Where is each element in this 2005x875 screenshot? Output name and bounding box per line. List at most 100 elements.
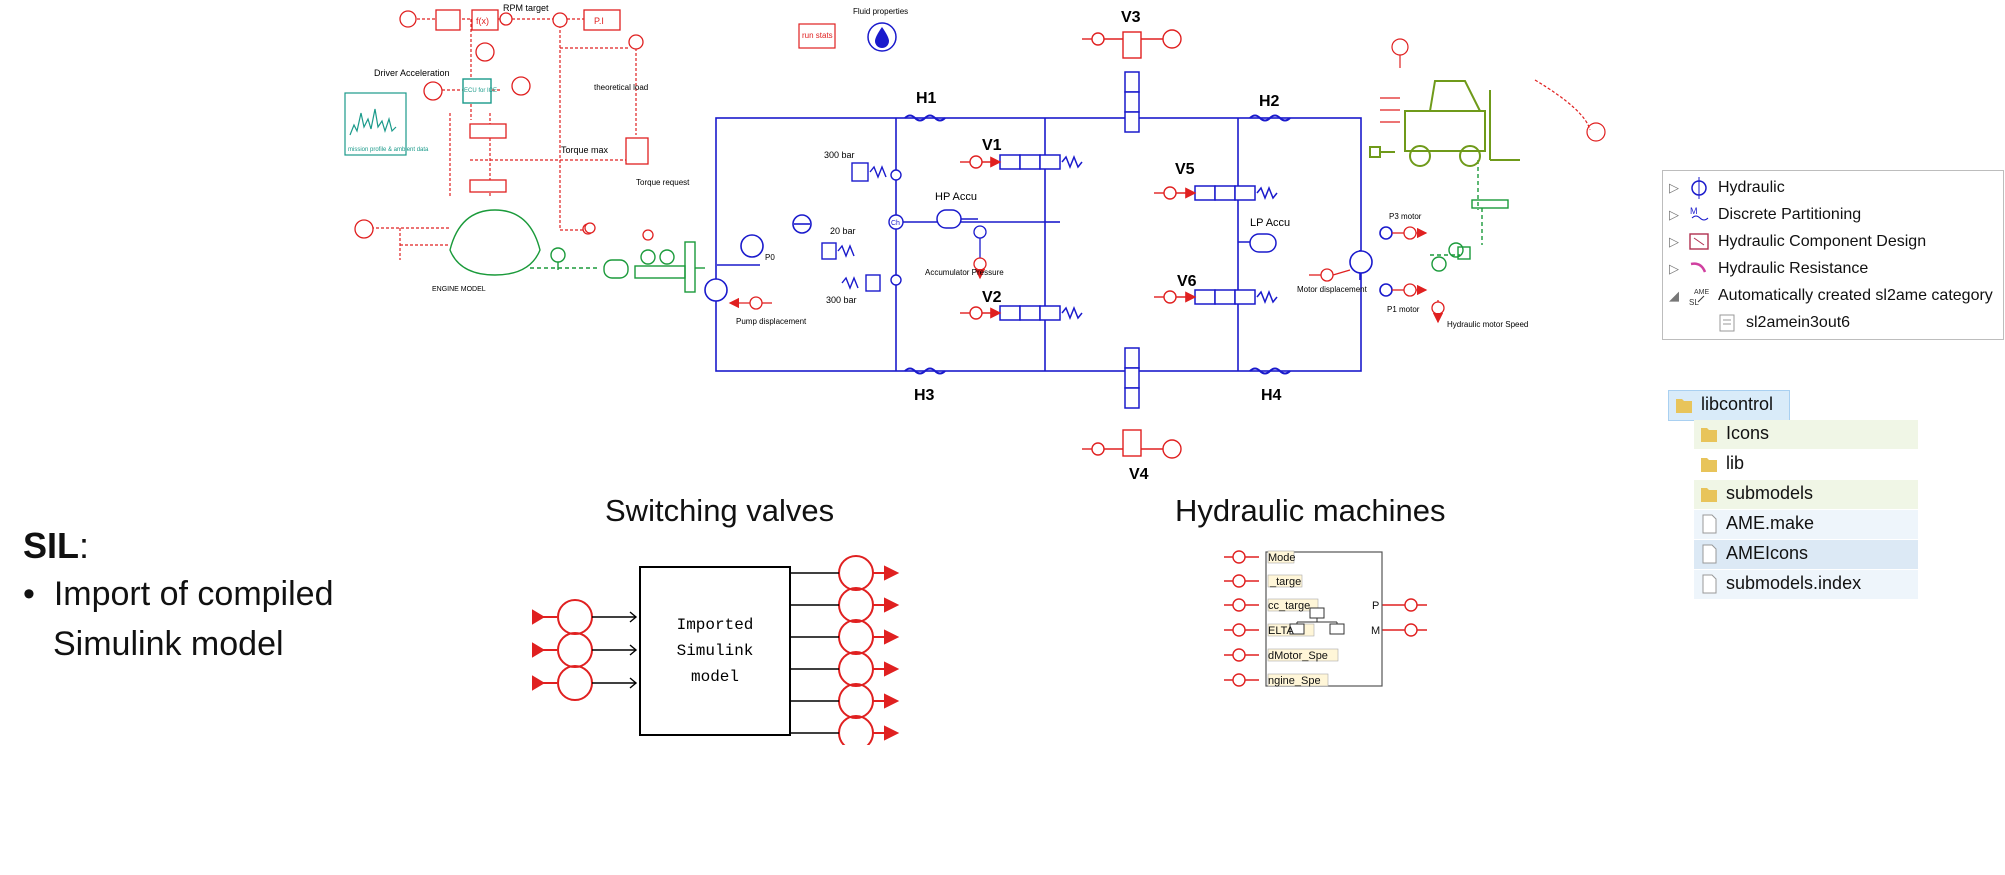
forklift-signals: [1380, 38, 1606, 142]
folder-icon: [1700, 454, 1718, 474]
caption-switching-valves: Switching valves: [605, 493, 835, 528]
folder-icon: [1700, 484, 1718, 504]
label-run-stats: run stats: [802, 31, 833, 40]
machine-output-p: P: [1372, 600, 1379, 612]
valve-v1[interactable]: [999, 154, 1083, 170]
partition-icon: M: [1688, 204, 1710, 226]
label-v6: V6: [1177, 273, 1197, 290]
fluid-properties-icon[interactable]: [867, 22, 897, 52]
accumulator-pressure-sensor: [973, 225, 987, 258]
accumulator-pressure-output: [973, 257, 987, 280]
tree-item-component-design[interactable]: ▷ Hydraulic Component Design: [1663, 229, 2003, 256]
expand-icon[interactable]: ▷: [1669, 261, 1679, 276]
label-torque-max: Torque max: [561, 145, 609, 155]
label-v5: V5: [1175, 161, 1195, 178]
file-ame-make[interactable]: AME.make: [1694, 510, 1918, 539]
imported-simulink-diagram: Imported Simulink model: [532, 555, 900, 745]
lp-accumulator: [1249, 233, 1277, 253]
tree-item-label: Hydraulic: [1718, 179, 1785, 196]
label-rpm-target: RPM target: [503, 3, 549, 13]
valve-v5[interactable]: [1194, 185, 1278, 201]
sl2ame-icon: AME SL: [1688, 285, 1710, 307]
engine-control-blocks: [354, 9, 654, 241]
mechanical-driveline: [449, 160, 1509, 293]
sil-line2: Simulink model: [53, 625, 284, 663]
folder-label: Icons: [1726, 423, 1770, 443]
run-stats-block[interactable]: [798, 23, 836, 49]
folder-lib[interactable]: lib: [1694, 450, 1918, 479]
hydraulic-pump[interactable]: [704, 214, 812, 302]
simulink-label-3: model: [691, 668, 739, 686]
tree-item-label: Hydraulic Resistance: [1718, 260, 1869, 277]
label-300bar-a: 300 bar: [824, 150, 855, 160]
label-p1-motor: P1 motor: [1387, 305, 1420, 314]
label-fluid-props: Fluid properties: [853, 7, 908, 16]
expand-icon[interactable]: ▷: [1669, 207, 1679, 222]
label-engine-model: ENGINE MODEL: [432, 286, 486, 293]
tree-item-sl2ame-category[interactable]: ◢ AME SL Automatically created sl2ame cat…: [1663, 283, 2003, 310]
folder-icons[interactable]: Icons: [1694, 420, 1918, 449]
hydraulic-motor[interactable]: [1349, 226, 1393, 297]
label-h1: H1: [916, 90, 937, 107]
tree-item-label: Discrete Partitioning: [1718, 206, 1862, 223]
hose-h4: [1249, 367, 1291, 375]
label-pi: P.I: [594, 16, 604, 26]
tree-item-label: Automatically created sl2ame category: [1718, 287, 1993, 304]
collapse-icon[interactable]: ◢: [1669, 288, 1679, 303]
expand-icon[interactable]: ▷: [1669, 180, 1679, 195]
sil-line1: Import of compiled: [53, 575, 334, 613]
label-p3-motor: P3 motor: [1389, 212, 1422, 221]
file-submodels-index[interactable]: submodels.index: [1694, 570, 1918, 599]
hydraulic-icon: [1688, 177, 1710, 199]
folder-label: lib: [1726, 453, 1745, 473]
engine-control-signals: [366, 18, 640, 260]
label-h4: H4: [1261, 387, 1282, 404]
hydraulic-machine-block: Mode _targe cc_targe ELTA dMotor_Spe ngi…: [1224, 550, 1427, 687]
machine-input-engine-speed: ngine_Spe: [1268, 675, 1321, 687]
label-pump-disp: Pump displacement: [736, 317, 807, 326]
tree-item-discrete-partitioning[interactable]: ▷ M Discrete Partitioning: [1663, 202, 2003, 229]
expand-icon[interactable]: ▷: [1669, 234, 1679, 249]
label-hp-accu: HP Accu: [935, 191, 977, 203]
tree-item-label: sl2amein3out6: [1746, 314, 1851, 331]
svg-text:AME: AME: [1694, 289, 1710, 296]
tree-item-hydraulic[interactable]: ▷ Hydraulic: [1663, 175, 2003, 202]
file-icon: [1700, 544, 1718, 564]
file-label: AMEIcons: [1726, 543, 1809, 563]
tree-item-sl2amein3out6[interactable]: sl2amein3out6: [1691, 310, 2005, 337]
label-300bar-b: 300 bar: [826, 295, 857, 305]
valve-v2[interactable]: [999, 305, 1083, 321]
component-library-tree[interactable]: ▷ Hydraulic ▷ M Discrete Partitioning ▷ …: [1662, 170, 2004, 340]
svg-text:SL: SL: [1689, 298, 1699, 307]
simulink-label-1: Imported: [677, 616, 754, 634]
tree-item-label: Hydraulic Component Design: [1718, 233, 1927, 250]
label-h3: H3: [914, 387, 935, 404]
label-lp-accu: LP Accu: [1250, 217, 1290, 229]
file-explorer[interactable]: libcontrol Icons lib submodels AME.make …: [1668, 390, 1918, 620]
label-torque-request: Torque request: [636, 178, 690, 187]
folder-label: libcontrol: [1701, 394, 1774, 414]
valve-v3[interactable]: [1124, 71, 1140, 133]
valve-v6[interactable]: [1194, 289, 1278, 305]
hose-h1: [904, 114, 946, 122]
label-p0: P0: [765, 253, 775, 262]
file-ameicons[interactable]: AMEIcons: [1694, 540, 1918, 569]
folder-icon: [1675, 395, 1693, 415]
label-20bar: 20 bar: [830, 226, 856, 236]
label-hyd-motor-speed: Hydraulic motor Speed: [1447, 320, 1528, 329]
file-icon: [1700, 574, 1718, 594]
label-ecu: ECU for ICE: [464, 88, 497, 94]
valve-signals: [960, 29, 1197, 459]
label-mission: mission profile & ambient data: [348, 147, 429, 153]
mission-profile-block[interactable]: [344, 92, 407, 156]
valve-v4[interactable]: [1124, 347, 1140, 409]
caption-hydraulic-machines: Hydraulic machines: [1175, 493, 1446, 528]
label-v1: V1: [982, 137, 1002, 154]
ecu-block[interactable]: [462, 78, 492, 104]
hose-h3: [904, 367, 946, 375]
tree-item-hydraulic-resistance[interactable]: ▷ Hydraulic Resistance: [1663, 256, 2003, 283]
folder-libcontrol[interactable]: libcontrol: [1668, 390, 1790, 421]
folder-submodels[interactable]: submodels: [1694, 480, 1918, 509]
machine-input-acc-target: cc_targe: [1268, 600, 1310, 612]
